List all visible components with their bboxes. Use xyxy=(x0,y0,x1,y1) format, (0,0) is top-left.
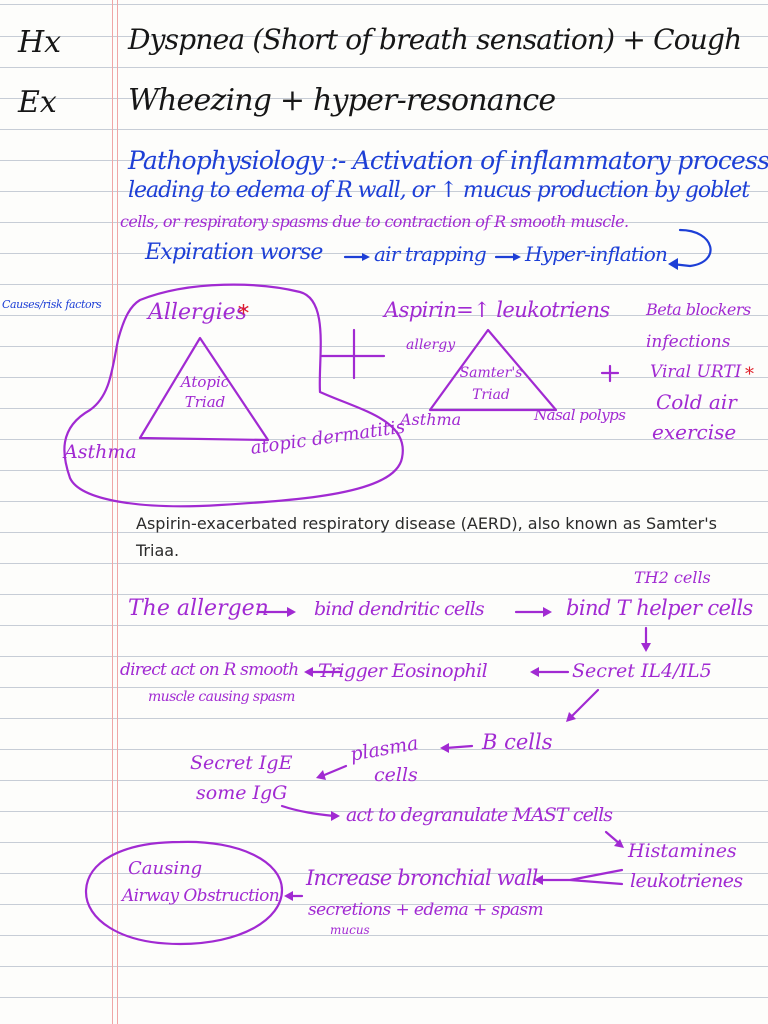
mech-mast: act to degranulate MAST cells xyxy=(346,804,613,826)
other-cause-5: exercise xyxy=(652,420,737,444)
mech-bronchial: Increase bronchial wall xyxy=(306,866,538,890)
mech-eosinophil: Trigger Eosinophil xyxy=(318,660,488,682)
mech-muscle-spasm: muscle causing spasm xyxy=(148,689,295,705)
mech-secretions: secretions + edema + spasm xyxy=(308,900,544,920)
mech-allergen: The allergen xyxy=(128,596,269,621)
samter-center: Samter's Triad xyxy=(459,365,523,403)
cycle-step-1: Expiration worse xyxy=(145,240,323,265)
atopic-top: Allergies xyxy=(148,300,247,325)
obstruction-line-2: Airway Obstruction xyxy=(122,886,280,906)
history-label: Hx xyxy=(18,25,62,60)
margin-line xyxy=(112,0,113,1024)
mech-leukotrienes: leukotrienes xyxy=(630,870,743,892)
mech-mucus: mucus xyxy=(330,923,370,937)
mech-bcells: B cells xyxy=(482,730,553,754)
other-cause-2: infections xyxy=(646,332,731,352)
mech-histamine: Histamines xyxy=(628,840,737,862)
exam-label: Ex xyxy=(18,85,57,120)
patho-line-2: leading to edema of R wall, or ↑ mucus p… xyxy=(128,178,750,203)
mech-direct-act: direct act on R smooth xyxy=(120,660,299,680)
other-cause-star: * xyxy=(745,364,754,385)
causes-label: Causes/risk factors xyxy=(2,298,102,311)
patho-line-3: cells, or respiratory spasms due to cont… xyxy=(120,212,629,231)
mech-plasma-cells: cells xyxy=(374,764,418,786)
other-cause-4: Cold air xyxy=(656,390,737,414)
exam-text: Wheezing + hyper-resonance xyxy=(128,83,556,118)
cycle-step-3: Hyper-inflation xyxy=(525,242,668,266)
atopic-star: * xyxy=(238,302,249,327)
samter-right: Nasal polyps xyxy=(534,406,626,424)
samter-sub: allergy xyxy=(406,337,456,353)
atopic-center: Atopic Triad xyxy=(180,373,230,411)
mech-secret-il: Secret IL4/IL5 xyxy=(572,660,712,682)
atopic-left: Asthma xyxy=(64,441,137,463)
margin-line xyxy=(117,0,118,1024)
patho-line-1: Pathophysiology :- Activation of inflamm… xyxy=(128,146,768,175)
other-cause-1: Beta blockers xyxy=(646,300,751,319)
mech-ige: Secret IgE xyxy=(190,752,293,774)
cycle-step-2: air trapping xyxy=(374,242,487,266)
mech-igg: some IgG xyxy=(196,782,288,804)
other-cause-3: Viral URTI xyxy=(650,362,742,382)
aerd-note: Aspirin-exacerbated respiratory disease … xyxy=(136,514,717,560)
samter-left: Asthma xyxy=(400,410,462,429)
obstruction-line-1: Causing xyxy=(128,858,203,879)
mech-thelper: bind T helper cells xyxy=(566,596,753,620)
history-text: Dyspnea (Short of breath sensation) + Co… xyxy=(128,23,742,56)
mech-dendritic: bind dendritic cells xyxy=(314,598,485,620)
samter-top: Aspirin=↑ leukotriens xyxy=(384,298,610,322)
mech-th2: TH2 cells xyxy=(634,568,711,587)
